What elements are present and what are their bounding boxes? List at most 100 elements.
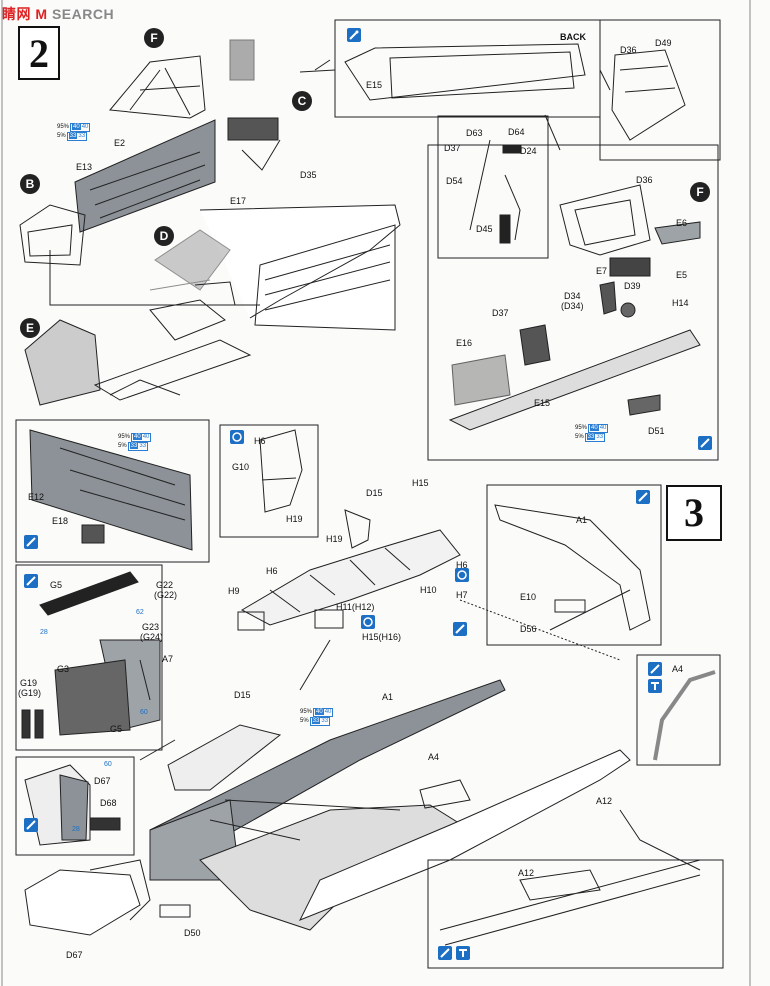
part-label: D36	[620, 45, 637, 55]
glue-icon	[648, 679, 662, 693]
watermark-cjk: 睛网	[2, 6, 31, 22]
part-label: D54	[446, 176, 463, 186]
part-label: D68	[100, 798, 117, 808]
part-label: D56	[520, 624, 537, 634]
part-label: (G19)	[18, 688, 42, 698]
part-label: (D34)	[561, 301, 584, 311]
part-label: G23	[142, 622, 160, 632]
part-label: G5	[50, 580, 63, 590]
part-label: D63	[466, 128, 483, 138]
part-label: G3	[57, 664, 70, 674]
part-label: D37	[492, 308, 509, 318]
back-label: BACK	[560, 32, 586, 42]
part-label: H6	[456, 560, 468, 570]
paint-brush-icon	[24, 535, 38, 549]
part-label: H7	[456, 590, 468, 600]
watermark-search: SEARCH	[51, 6, 115, 22]
part-label: D67	[66, 950, 83, 960]
subassembly-b-marker: B	[20, 174, 40, 194]
rotate-icon	[230, 430, 244, 444]
part-label: H15(H16)	[362, 632, 402, 642]
part-label: G19	[20, 678, 38, 688]
part-label: D34	[564, 291, 581, 301]
part-label: H11(H12)	[336, 602, 375, 612]
paint-code-tag: 60	[140, 709, 148, 716]
part-label: H6	[266, 566, 278, 576]
part-label: E2	[114, 138, 126, 148]
paint-code-tag: 62	[136, 609, 144, 616]
part-label: D35	[300, 170, 317, 180]
part-label: H6	[254, 436, 266, 446]
part-label: E5	[676, 270, 688, 280]
rotate-icon	[361, 615, 375, 629]
part-label: H19	[286, 514, 303, 524]
part-label: D39	[624, 281, 641, 291]
part-label: E7	[596, 266, 608, 276]
paint-brush-icon	[347, 28, 361, 42]
part-label: E12	[28, 492, 45, 502]
part-label: D24	[520, 146, 537, 156]
part-label: E18	[52, 516, 69, 526]
part-label: D15	[234, 690, 251, 700]
part-label: D67	[94, 776, 111, 786]
paint-code-tag: 28	[40, 629, 48, 636]
subassembly-c-marker: C	[292, 91, 312, 111]
paint-code-tag: 60	[104, 761, 112, 768]
part-label: (G24)	[140, 632, 164, 642]
part-label: D36	[636, 175, 653, 185]
part-label: H15	[412, 478, 429, 488]
part-label: A4	[672, 664, 684, 674]
part-label: A7	[162, 654, 174, 664]
part-label: (G22)	[154, 590, 178, 600]
part-label: E17	[230, 196, 247, 206]
part-label: G5	[110, 724, 123, 734]
paint-code-tag: 28	[72, 826, 80, 833]
part-label: G10	[232, 462, 250, 472]
paint-brush-icon	[24, 818, 38, 832]
part-label: E15	[534, 398, 551, 408]
part-label: D51	[648, 426, 665, 436]
watermark: 睛网 M SEARCH	[2, 4, 114, 24]
part-label: A1	[382, 692, 394, 702]
subassembly-f-marker: F	[144, 28, 164, 48]
part-label: E13	[76, 162, 93, 172]
part-label: A4	[428, 752, 440, 762]
part-label: H14	[672, 298, 689, 308]
paint-brush-icon	[636, 490, 650, 504]
step-number-3: 3	[666, 485, 722, 541]
part-label: D64	[508, 127, 525, 137]
paint-brush-icon	[648, 662, 662, 676]
part-label: E10	[520, 592, 537, 602]
part-label: E16	[456, 338, 473, 348]
part-label: D15	[366, 488, 383, 498]
part-label: G22	[156, 580, 174, 590]
part-label: H9	[228, 586, 240, 596]
subassembly-f-marker-right: F	[690, 182, 710, 202]
step-number-2: 2	[18, 26, 60, 80]
part-label: D49	[655, 38, 672, 48]
part-label: E6	[676, 218, 688, 228]
part-label: E15	[366, 80, 383, 90]
watermark-prefix: M	[35, 6, 48, 22]
paint-brush-icon	[24, 574, 38, 588]
part-label: A12	[596, 796, 613, 806]
rotate-icon	[455, 568, 469, 582]
part-label: D45	[476, 224, 493, 234]
part-label: A1	[576, 515, 588, 525]
paint-brush-icon	[438, 946, 452, 960]
part-label: H10	[420, 585, 437, 595]
subassembly-e-marker: E	[20, 318, 40, 338]
part-label: D50	[184, 928, 201, 938]
part-label: A12	[518, 868, 535, 878]
part-label: H19	[326, 534, 343, 544]
paint-brush-icon	[698, 436, 712, 450]
paint-brush-icon	[453, 622, 467, 636]
part-label: D37	[444, 143, 461, 153]
glue-icon	[456, 946, 470, 960]
